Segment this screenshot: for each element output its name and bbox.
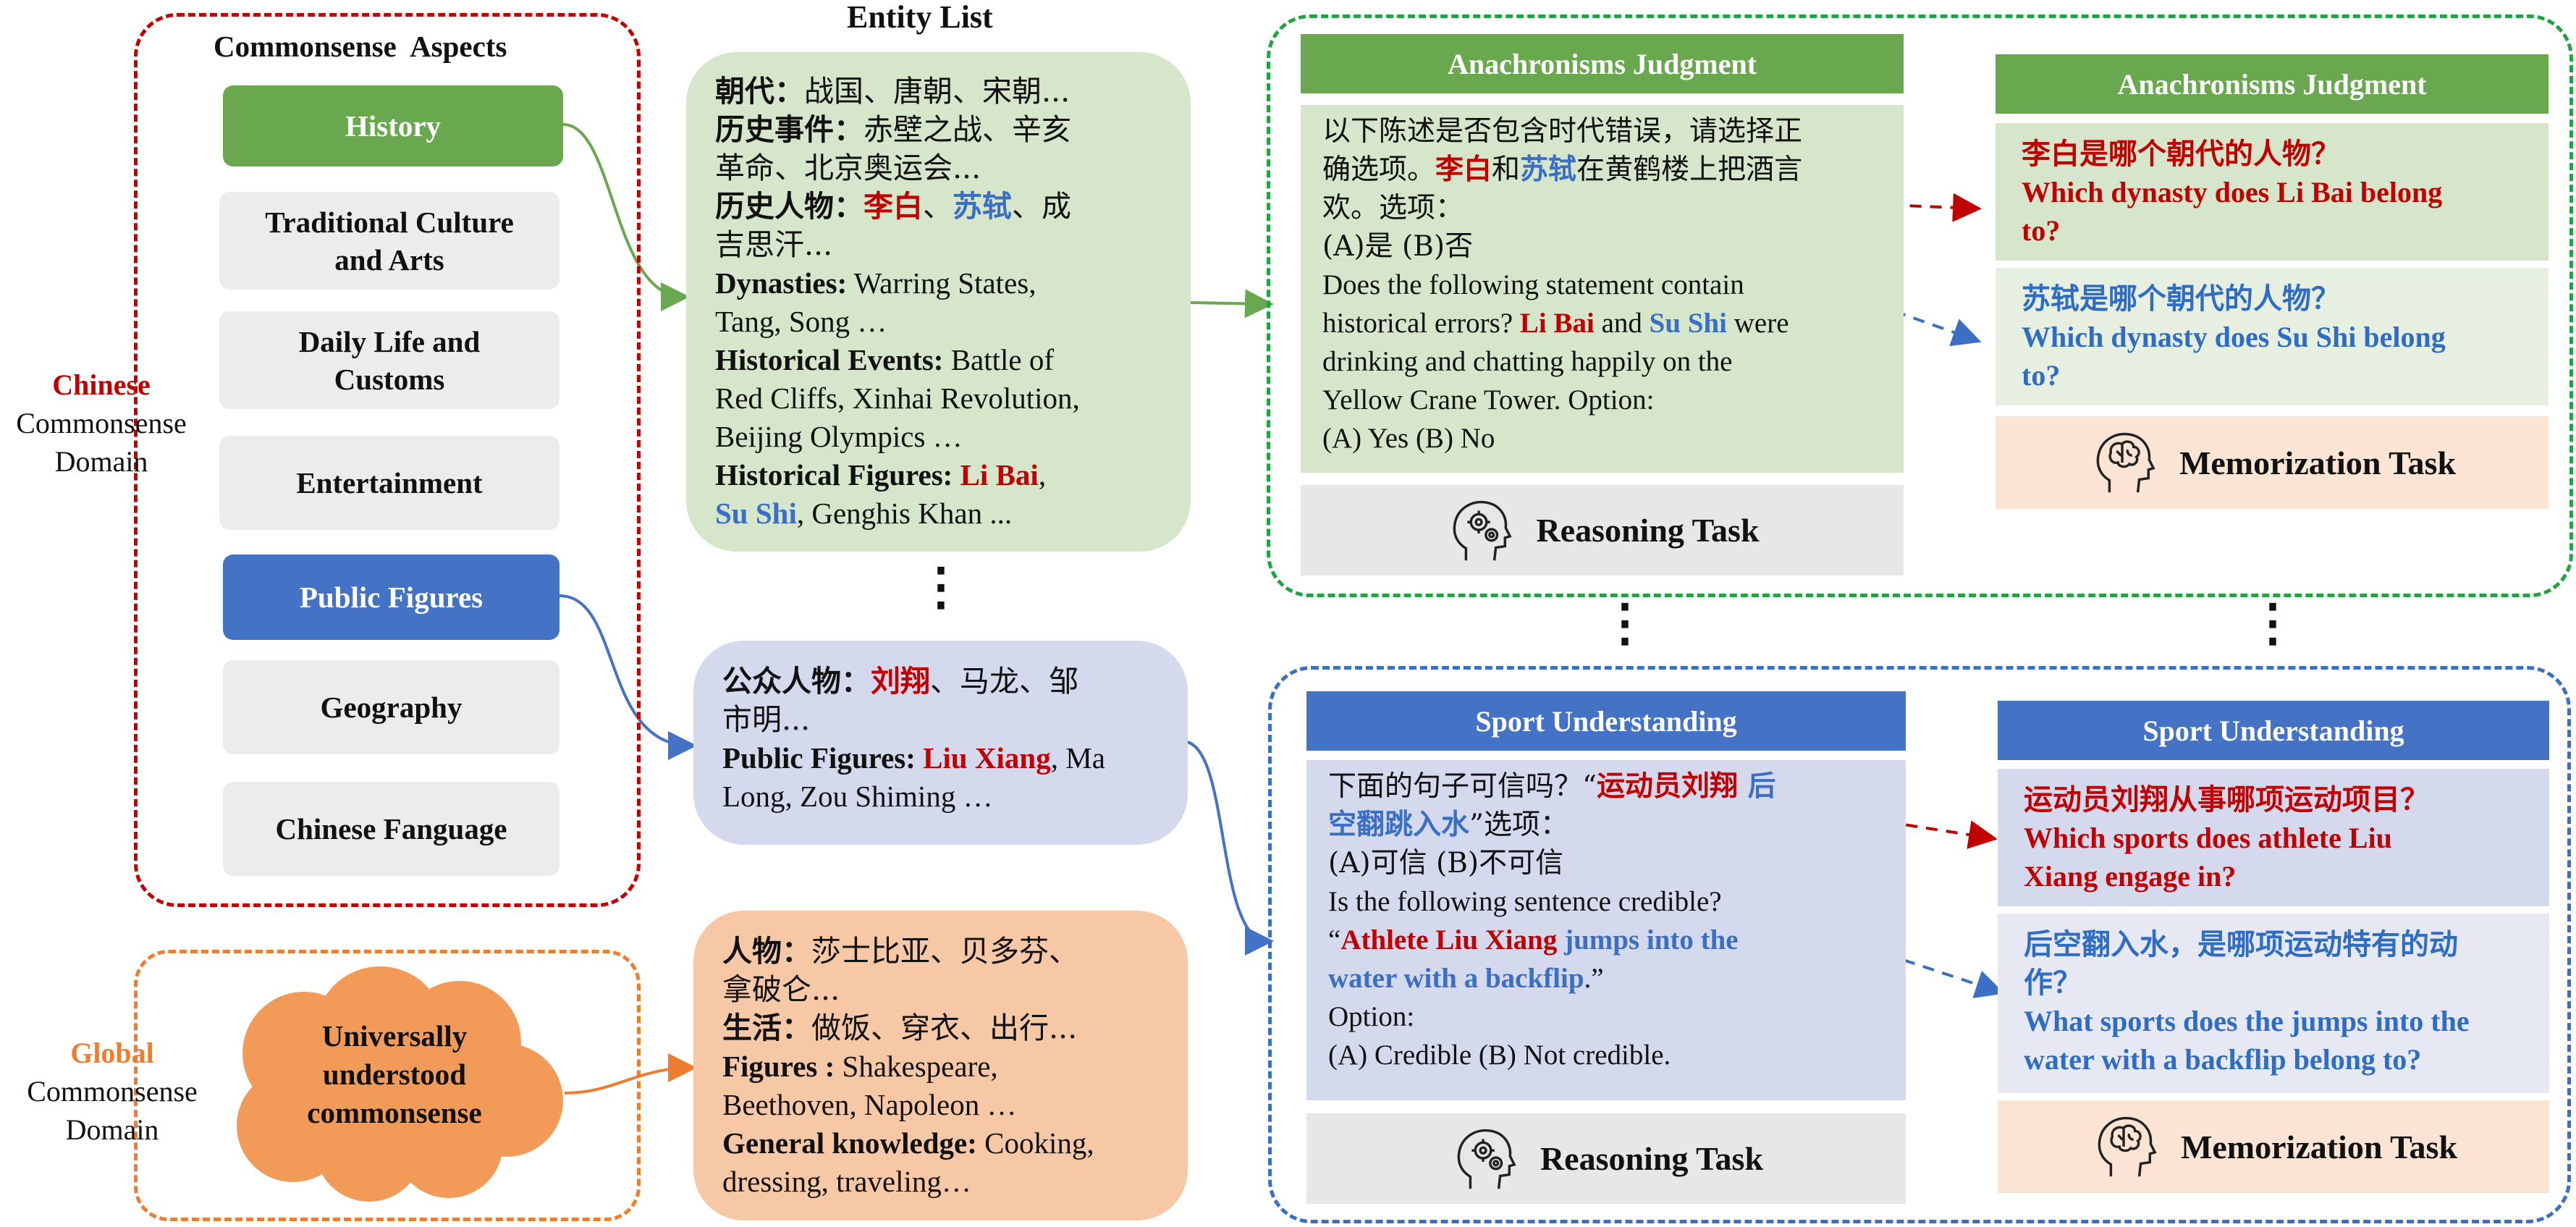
aspect-history[interactable]: History (223, 85, 563, 166)
sport-question-1: 运动员刘翔从事哪项运动项目？ Which sports does athlete… (1998, 769, 2549, 906)
anachronism-ellipsis-left: ⋮ (1600, 592, 1650, 652)
arrow-public-to-entity (559, 594, 697, 760)
sport-reasoning-panel: 下面的句子可信吗？“运动员刘翔 后 空翻跳入水”选项： (A)可信 (B)不可信… (1306, 760, 1906, 1100)
anachronism-question-1: 李白是哪个朝代的人物？ Which dynasty does Li Bai be… (1996, 123, 2548, 261)
entity-box-public: 公众人物：刘翔、马龙、邹 市明... Public Figures: Liu X… (693, 641, 1188, 845)
anachronism-group (1267, 14, 2573, 597)
head-gears-icon (1457, 1129, 1516, 1189)
cloud-text-1: Universally (321, 1019, 468, 1053)
sport-memorization-task: Memorization Task (1998, 1100, 2549, 1193)
sport-group (1268, 666, 2571, 1223)
cloud-text: Universally understood commonsense (261, 1017, 528, 1132)
arrow-cloud-to-global (564, 1053, 697, 1095)
global-domain-label: Global Commonsense Domain (0, 1034, 224, 1149)
arrow-history-to-entity (562, 123, 690, 311)
aspect-traditional-culture[interactable]: Traditional Culture and Arts (219, 192, 559, 290)
chinese-domain-label: Chinese Commonsense Domain (0, 366, 203, 481)
sport-reasoning-task: Reasoning Task (1306, 1113, 1906, 1204)
chinese-domain-label-3: Domain (54, 445, 148, 478)
chinese-domain-group (134, 13, 641, 907)
aspect-entertainment[interactable]: Entertainment (219, 436, 559, 530)
sport-reasoning-header: Sport Understanding (1306, 691, 1906, 751)
anachronism-memorization-task: Memorization Task (1996, 416, 2548, 509)
sport-memorization-header: Sport Understanding (1998, 701, 2549, 760)
aspects-title: Commonsense Aspects (214, 30, 507, 63)
sport-memorization-task-label: Memorization Task (2180, 1128, 2458, 1165)
entity-box-history: 朝代：战国、唐朝、宋朝... 历史事件：赤壁之战、辛亥 革命、北京奥运会... … (686, 52, 1191, 552)
arrow-entity-to-anachronism (1190, 289, 1274, 319)
anachronism-ellipsis-right: ⋮ (2247, 592, 2298, 652)
entity-box-global: 人物：莎士比亚、贝多芬、 拿破仑... 生活：做饭、穿衣、出行... Figur… (693, 911, 1188, 1220)
head-gears-icon (1453, 500, 1513, 560)
anachronism-reasoning-header: Anachronisms Judgment (1301, 34, 1904, 93)
aspect-chinese-fanguage[interactable]: Chinese Fanguage (223, 782, 559, 876)
chinese-domain-label-2: Commonsense (16, 407, 187, 439)
global-domain-label-1: Global (70, 1037, 154, 1069)
commonsense-cloud (237, 966, 563, 1202)
global-domain-group (134, 950, 641, 1221)
global-domain-label-2: Commonsense (27, 1075, 198, 1108)
arrow-entity-to-sport (1186, 741, 1274, 956)
anachronism-reasoning-task-label: Reasoning Task (1536, 512, 1760, 549)
sport-question-2: 后空翻入水，是哪项运动特有的动 作？ What sports does the … (1998, 914, 2549, 1093)
anachronism-reasoning-task: Reasoning Task (1301, 485, 1904, 575)
aspect-public-figures[interactable]: Public Figures (223, 555, 559, 640)
cloud-text-3: commonsense (307, 1096, 482, 1129)
anachronism-question-2: 苏轼是哪个朝代的人物？ Which dynasty does Su Shi be… (1996, 268, 2548, 405)
aspect-geography[interactable]: Geography (223, 660, 559, 754)
brain-head-icon (2096, 432, 2155, 493)
sport-reasoning-task-label: Reasoning Task (1540, 1140, 1764, 1177)
cloud-text-2: understood (322, 1058, 467, 1091)
chinese-domain-label-1: Chinese (52, 368, 151, 401)
aspect-daily-life[interactable]: Daily Life and Customs (219, 311, 559, 409)
global-domain-label-3: Domain (65, 1113, 159, 1146)
brain-head-icon (2098, 1116, 2157, 1177)
entity-ellipsis: ⋮ (916, 556, 966, 616)
anachronism-memorization-header: Anachronisms Judgment (1996, 54, 2548, 114)
anachronism-memorization-task-label: Memorization Task (2179, 444, 2457, 481)
entity-list-title: Entity List (847, 0, 993, 35)
anachronism-reasoning-panel: 以下陈述是否包含时代错误，请选择正 确选项。李白和苏轼在黄鹤楼上把酒言 欢。选项… (1301, 105, 1904, 473)
